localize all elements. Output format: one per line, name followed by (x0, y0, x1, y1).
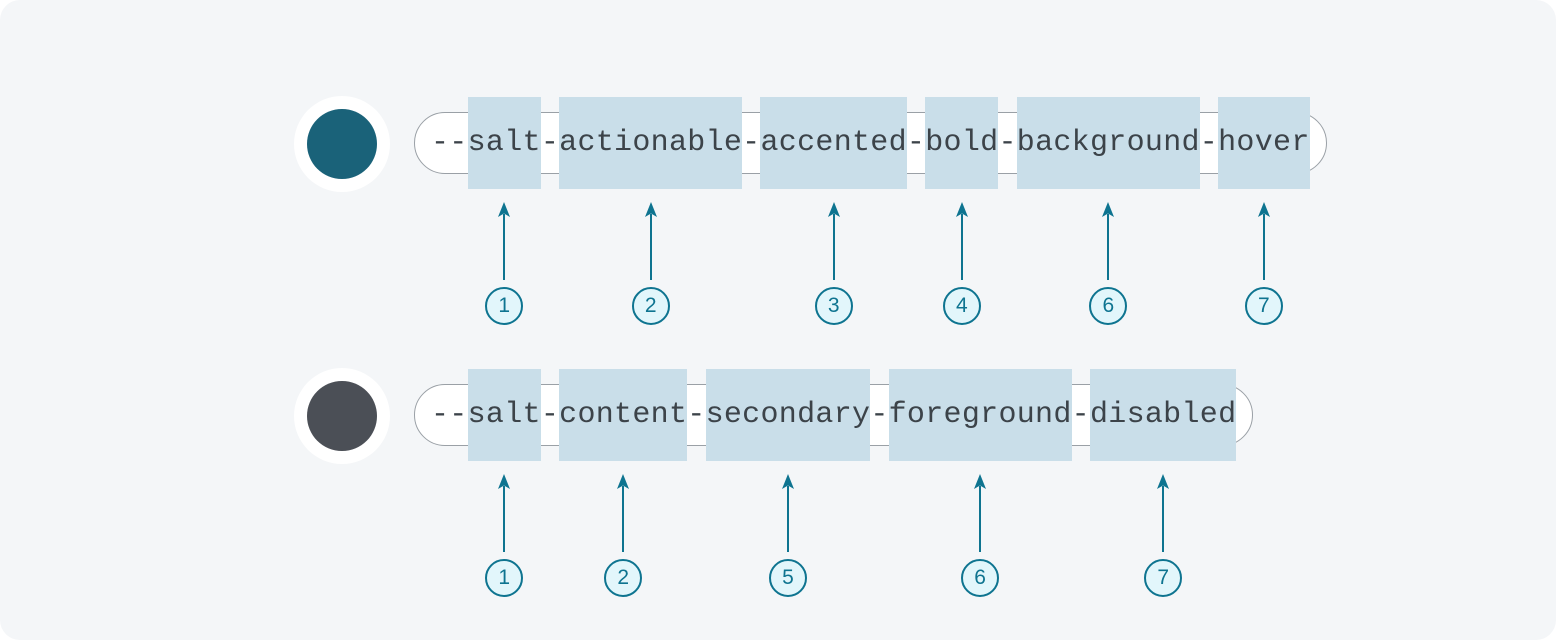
callout-arrow-icon (1257, 202, 1270, 280)
token-segment-label: - (540, 398, 560, 432)
swatch-ring-2 (294, 368, 390, 464)
token-separator: - (687, 398, 705, 432)
token-segment-label: - (906, 126, 926, 160)
callout-3: 3 (814, 202, 853, 325)
callout-arrow-icon (1157, 474, 1170, 552)
token-segment-label: salt (467, 398, 541, 432)
token-segment-bold: bold (925, 97, 999, 189)
token-segment-label: - (1071, 398, 1090, 432)
token-segment-background: background (1016, 97, 1200, 189)
token-separator: - (1072, 398, 1090, 432)
callout-arrow-icon (498, 202, 511, 280)
token-segment-label: - (742, 126, 761, 160)
callout-arrow-icon (617, 474, 630, 552)
token-segment-label: disabled (1089, 398, 1237, 432)
callout-arrow-icon (497, 202, 511, 285)
color-swatch-actionable-accented-bold-background-hover (307, 109, 377, 179)
callout-arrow-icon (1257, 202, 1271, 285)
token-segment-label: foreground (888, 398, 1072, 432)
token-segment-label: -- (431, 126, 468, 160)
callout-arrow-icon (497, 474, 511, 557)
callout-number-badge: 2 (604, 559, 643, 597)
callout-arrow-icon (781, 474, 795, 557)
callout-arrow-icon (644, 202, 657, 280)
token-pill-1[interactable]: --salt-actionable-accented-bold-backgrou… (414, 97, 1327, 189)
token-segment-label: salt (467, 126, 541, 160)
callout-number-badge: 1 (485, 287, 524, 325)
callout-2: 2 (631, 202, 670, 325)
callout-number-badge: 6 (1089, 287, 1128, 325)
callout-number-badge: 2 (631, 287, 670, 325)
token-segment-accented: accented (760, 97, 908, 189)
token-segment-disabled: disabled (1089, 369, 1237, 461)
token-segment-label: background (1016, 126, 1200, 160)
callout-1: 1 (485, 474, 524, 597)
callout-arrow-icon (644, 202, 658, 285)
callout-arrow-icon (955, 202, 968, 280)
callout-arrow-icon (498, 474, 511, 552)
token-separator: - (742, 126, 760, 160)
callout-6: 6 (1089, 202, 1128, 325)
token-separator: -- (431, 126, 468, 160)
callout-number-badge: 4 (942, 287, 981, 325)
token-segment-label: - (540, 126, 560, 160)
swatch-ring-1 (294, 96, 390, 192)
callout-arrow-icon (616, 474, 630, 557)
callout-1: 1 (485, 202, 524, 325)
token-separator: - (541, 398, 559, 432)
token-text-1: --salt-actionable-accented-bold-backgrou… (431, 97, 1310, 189)
token-separator: - (998, 126, 1016, 160)
token-segment-actionable: actionable (559, 97, 743, 189)
token-segment-label: - (870, 398, 889, 432)
token-segment-secondary: secondary (705, 369, 871, 461)
token-segment-label: - (1199, 126, 1219, 160)
token-segment-label: secondary (705, 398, 871, 432)
token-segment-label: - (998, 126, 1017, 160)
callout-7: 7 (1144, 474, 1183, 597)
token-segment-foreground: foreground (888, 369, 1072, 461)
callout-4: 4 (942, 202, 981, 325)
callout-arrow-icon (955, 202, 969, 285)
callout-arrow-icon (827, 202, 841, 285)
token-segment-salt: salt (467, 97, 542, 189)
token-segment-label: content (559, 398, 688, 432)
token-segment-hover: hover (1218, 97, 1310, 189)
token-segment-label: accented (760, 126, 907, 160)
token-segment-salt: salt (467, 369, 542, 461)
token-separator: -- (431, 398, 468, 432)
callout-arrow-icon (1156, 474, 1170, 557)
token-segment-label: -- (431, 398, 468, 432)
token-segment-label: hover (1218, 126, 1310, 160)
token-segment-label: - (687, 398, 706, 432)
token-segment-content: content (559, 369, 688, 461)
callout-arrow-icon (781, 474, 794, 552)
callout-number-badge: 7 (1144, 559, 1183, 597)
color-swatch-content-secondary-foreground-disabled (307, 381, 377, 451)
token-separator: - (870, 398, 888, 432)
token-text-2: --salt-content-secondary-foreground-disa… (431, 369, 1237, 461)
callout-number-badge: 5 (768, 559, 807, 597)
callout-6: 6 (961, 474, 1000, 597)
callout-5: 5 (768, 474, 807, 597)
token-segment-label: bold (925, 126, 999, 160)
callout-arrow-icon (1101, 202, 1115, 285)
callout-arrow-icon (827, 202, 840, 280)
callout-2: 2 (604, 474, 643, 597)
token-segment-label: actionable (559, 126, 743, 160)
callout-number-badge: 6 (961, 559, 1000, 597)
token-separator: - (907, 126, 925, 160)
token-separator: - (1200, 126, 1218, 160)
token-separator: - (541, 126, 559, 160)
token-pill-2[interactable]: --salt-content-secondary-foreground-disa… (414, 369, 1254, 461)
callout-arrow-icon (1102, 202, 1115, 280)
callout-arrow-icon (974, 474, 987, 552)
callout-7: 7 (1244, 202, 1283, 325)
callout-arrow-icon (973, 474, 987, 557)
callout-number-badge: 3 (814, 287, 853, 325)
callout-number-badge: 1 (485, 559, 524, 597)
callout-number-badge: 7 (1244, 287, 1283, 325)
